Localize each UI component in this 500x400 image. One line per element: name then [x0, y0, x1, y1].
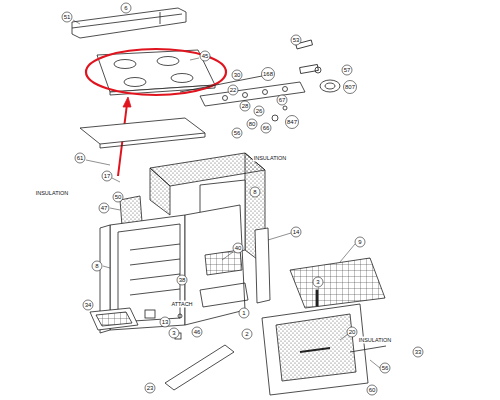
- callout-number: 67: [279, 97, 286, 104]
- callout-circle: [177, 275, 187, 285]
- callout-circle: [239, 308, 249, 318]
- callout-number: 47: [101, 205, 108, 212]
- callout-number: 57: [344, 67, 351, 74]
- callout-circle: [380, 363, 390, 373]
- callout-circle: [291, 35, 301, 45]
- callout-number: 1: [242, 310, 245, 317]
- callout-number: 9: [358, 239, 361, 246]
- callout-number: 40: [235, 245, 242, 252]
- callout-circle: [83, 300, 93, 310]
- callout-number: 20: [349, 329, 356, 336]
- callout-circle: [367, 385, 377, 395]
- callout-number: 56: [234, 130, 241, 137]
- callout-number: 14: [293, 229, 300, 236]
- callout-circle: [261, 123, 271, 133]
- callout-circle: [355, 237, 365, 247]
- callout-number: 51: [64, 14, 71, 21]
- callout-number: 17: [104, 173, 111, 180]
- callout-circle: [200, 51, 210, 61]
- callout-number: 22: [230, 87, 237, 94]
- callout-circle: [99, 203, 109, 213]
- callout-number: 13: [162, 319, 169, 326]
- callout-number: 26: [256, 108, 263, 115]
- callout-number: 23: [147, 385, 154, 392]
- callout-circle: [285, 115, 298, 128]
- callout-circle: [247, 119, 257, 129]
- callout-circle: [240, 101, 250, 111]
- callout-circle: [169, 328, 179, 338]
- callout-circle: [62, 12, 72, 22]
- callout-circle: [228, 85, 238, 95]
- part-label: INSULATION: [35, 190, 70, 197]
- callout-circle: [347, 327, 357, 337]
- callout-number: 46: [194, 329, 201, 336]
- callout-number: 28: [242, 103, 249, 110]
- callout-number: 807: [345, 84, 355, 91]
- callout-circle: [192, 327, 202, 337]
- callout-circle: [342, 65, 352, 75]
- callout-number: 33: [415, 349, 422, 356]
- callout-number: 34: [85, 302, 92, 309]
- callout-number: 30: [234, 72, 241, 79]
- callout-circle: [121, 3, 131, 13]
- callout-number: 3: [172, 330, 175, 337]
- callout-circle: [343, 80, 356, 93]
- callout-number: 45: [202, 53, 209, 60]
- callout-circle: [313, 277, 323, 287]
- callout-circle: [242, 329, 252, 339]
- callout-number: 56: [382, 365, 389, 372]
- callout-number: 80: [249, 121, 256, 128]
- callout-number: 847: [287, 119, 297, 126]
- callout-number: 2: [245, 331, 248, 338]
- callout-number: 8: [253, 189, 256, 196]
- callout-number: 168: [263, 71, 273, 78]
- callout-circle: [261, 67, 274, 80]
- callout-number: 50: [115, 194, 122, 201]
- callout-circle: [232, 70, 242, 80]
- callout-number: 38: [179, 277, 186, 284]
- callout-number: 66: [263, 125, 270, 132]
- callout-circle: [75, 153, 85, 163]
- callout-number: 53: [293, 37, 300, 44]
- callout-circle: [113, 192, 123, 202]
- callout-circle: [250, 187, 260, 197]
- callout-circle: [145, 383, 155, 393]
- callout-number: 8: [95, 263, 98, 270]
- callout-circle: [291, 227, 301, 237]
- callout-number: 61: [77, 155, 84, 162]
- callout-circle: [254, 106, 264, 116]
- callout-number: 3: [316, 279, 319, 286]
- callout-circle: [160, 317, 170, 327]
- callout-circle: [232, 128, 242, 138]
- part-label: ATTACH: [170, 301, 193, 308]
- callout-number: 60: [369, 387, 376, 394]
- callout-circle: [233, 243, 243, 253]
- part-label: INSULATION: [358, 337, 393, 344]
- part-label: INSULATION: [253, 155, 288, 162]
- callout-circle: [277, 95, 287, 105]
- callout-number: 6: [124, 5, 127, 12]
- callout-circle: [92, 261, 102, 271]
- callout-circle: [102, 171, 112, 181]
- callout-circle: [413, 347, 423, 357]
